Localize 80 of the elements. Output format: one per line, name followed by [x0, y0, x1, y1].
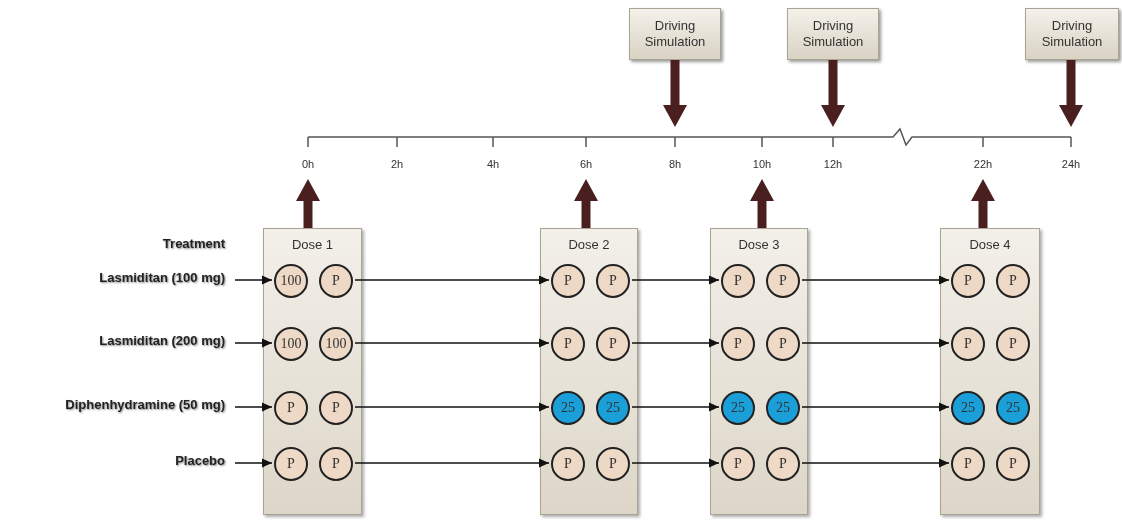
tick-label: 22h [972, 158, 994, 170]
dose-pill: P [721, 327, 755, 361]
dose-pill: P [996, 264, 1030, 298]
treatment-label: Lasmiditan (200 mg) [20, 333, 225, 353]
treatment-label: Lasmiditan (100 mg) [20, 270, 225, 290]
dose-pill: P [319, 391, 353, 425]
dose-pill: 100 [274, 264, 308, 298]
dose-pill: P [551, 264, 585, 298]
arrow [354, 458, 550, 468]
arrow [631, 275, 720, 285]
event-box: Driving Simulation [629, 8, 721, 60]
dose-pill: P [951, 447, 985, 481]
dose-pill: P [274, 447, 308, 481]
dose-pill: 100 [274, 327, 308, 361]
arrow [801, 338, 950, 348]
dose-panel [940, 228, 1040, 515]
dose-title: Dose 1 [290, 237, 335, 252]
tick-label: 4h [485, 158, 501, 170]
dose-title: Dose 4 [968, 237, 1012, 252]
dose-pill: P [551, 447, 585, 481]
arrow [234, 458, 273, 468]
dose-title: Dose 2 [567, 237, 611, 252]
dose-title: Dose 3 [737, 237, 781, 252]
treatment-label: Placebo [20, 453, 225, 473]
arrow [631, 338, 720, 348]
arrow [354, 402, 550, 412]
dose-pill: P [766, 447, 800, 481]
dose-panel [263, 228, 362, 515]
arrow [234, 275, 273, 285]
dose-pill: P [766, 264, 800, 298]
tick-label: 8h [667, 158, 683, 170]
arrow [801, 402, 950, 412]
treatment-label: Diphenhydramine (50 mg) [20, 397, 225, 417]
dose-pill: 25 [996, 391, 1030, 425]
tick-label: 10h [751, 158, 773, 170]
arrow [1059, 60, 1083, 127]
arrow [631, 458, 720, 468]
arrow [750, 179, 774, 228]
arrow [663, 60, 687, 127]
arrow [234, 402, 273, 412]
tick-label: 6h [578, 158, 594, 170]
arrow [296, 179, 320, 228]
dose-pill: 25 [596, 391, 630, 425]
event-box: Driving Simulation [1025, 8, 1119, 60]
dose-pill: P [951, 327, 985, 361]
dose-pill: P [721, 264, 755, 298]
tick-label: 12h [822, 158, 844, 170]
dose-pill: P [596, 447, 630, 481]
arrow [801, 458, 950, 468]
arrow [574, 179, 598, 228]
dose-pill: P [951, 264, 985, 298]
dose-pill: 25 [721, 391, 755, 425]
dose-pill: P [996, 327, 1030, 361]
dose-pill: P [596, 264, 630, 298]
arrow [234, 338, 273, 348]
arrow [971, 179, 995, 228]
dose-pill: 100 [319, 327, 353, 361]
dose-panel [710, 228, 808, 515]
arrow [354, 338, 550, 348]
tick-label: 24h [1060, 158, 1082, 170]
dose-pill: 25 [551, 391, 585, 425]
arrow [354, 275, 550, 285]
dose-pill: P [319, 264, 353, 298]
dose-panel [540, 228, 638, 515]
dose-pill: P [551, 327, 585, 361]
arrow [821, 60, 845, 127]
dose-pill: P [766, 327, 800, 361]
tick-label: 0h [300, 158, 316, 170]
column-heading: Treatment [161, 236, 225, 251]
arrow [801, 275, 950, 285]
dose-pill: P [319, 447, 353, 481]
dose-pill: P [274, 391, 308, 425]
dose-pill: P [721, 447, 755, 481]
dose-pill: P [996, 447, 1030, 481]
tick-label: 2h [389, 158, 405, 170]
arrow [631, 402, 720, 412]
dose-pill: P [596, 327, 630, 361]
dose-pill: 25 [766, 391, 800, 425]
dose-pill: 25 [951, 391, 985, 425]
event-box: Driving Simulation [787, 8, 879, 60]
